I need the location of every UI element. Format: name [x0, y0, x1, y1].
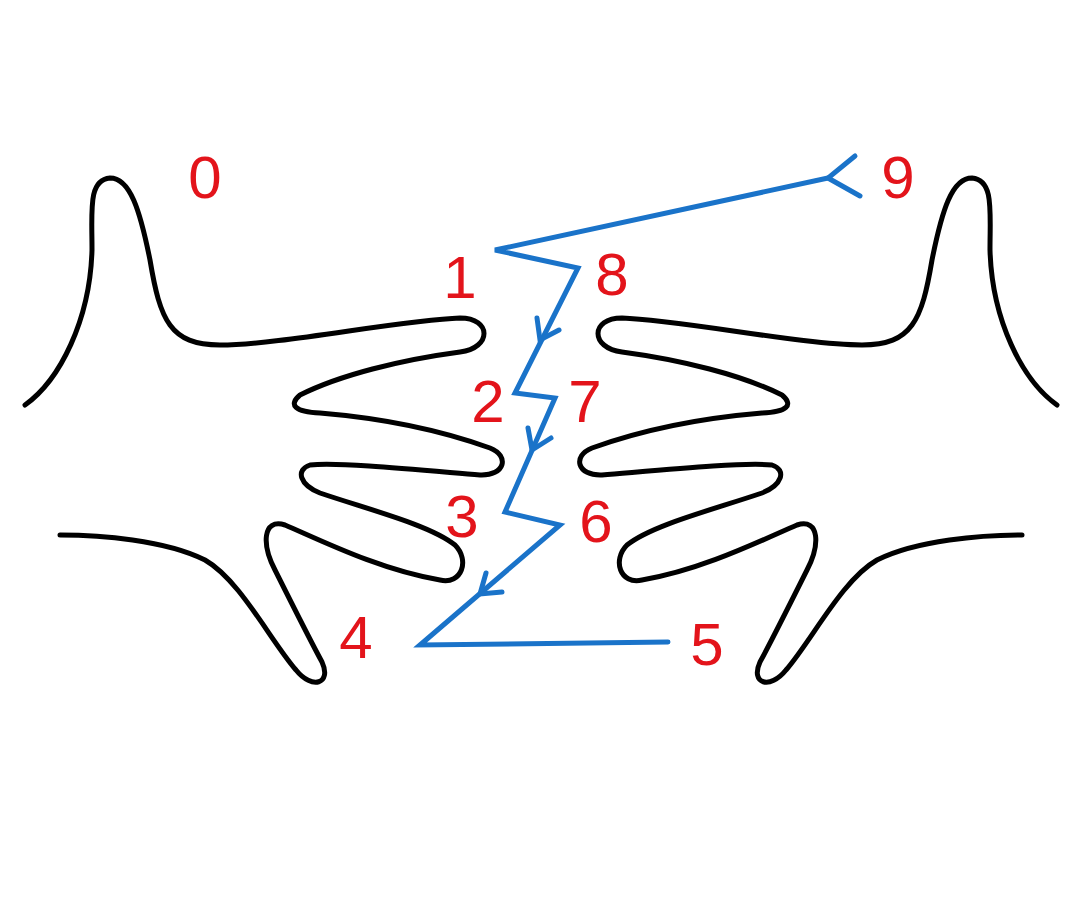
left-hand — [25, 178, 502, 682]
arrow-tail — [828, 156, 860, 196]
arrow-head — [528, 428, 551, 450]
finger-number: 6 — [579, 492, 612, 552]
finger-number: 4 — [339, 608, 372, 668]
finger-number: 3 — [445, 487, 478, 547]
finger-number: 9 — [881, 148, 914, 208]
finger-number: 8 — [595, 245, 628, 305]
arrow-head — [480, 573, 502, 594]
zigzag-path — [420, 178, 828, 645]
right-hand — [580, 178, 1057, 682]
finger-number: 1 — [443, 248, 476, 308]
finger-number: 2 — [471, 372, 504, 432]
finger-number: 7 — [568, 372, 601, 432]
arrow-head — [537, 318, 559, 340]
finger-number: 5 — [690, 615, 723, 675]
finger-number: 0 — [188, 148, 221, 208]
